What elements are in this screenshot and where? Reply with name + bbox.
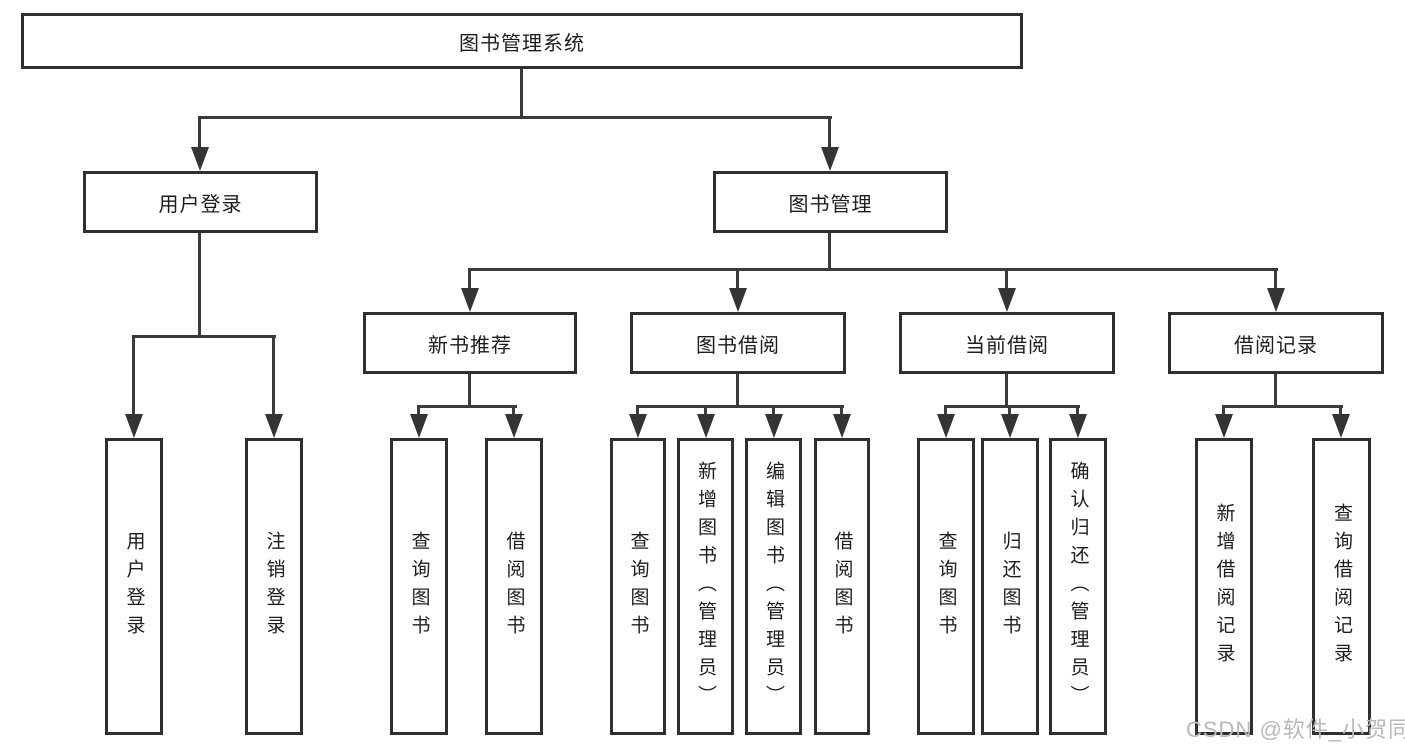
connector-cb-stem <box>1005 374 1008 405</box>
connector-user-rail <box>132 335 276 338</box>
arrowhead-icon <box>765 414 783 438</box>
connector-leaf-shaft <box>1222 405 1225 414</box>
leaf-add-books-admin: 新增图书（管理员） <box>677 438 734 735</box>
node-new-book-recommend: 新书推荐 <box>363 312 577 374</box>
leaf-return-books-label: 归还图书 <box>999 530 1021 643</box>
arrowhead-icon <box>937 414 955 438</box>
leaf-add-borrow-record-label: 新增借阅记录 <box>1213 502 1235 671</box>
leaf-user-login-label: 用户登录 <box>123 530 145 643</box>
connector-bb-stem <box>736 374 739 405</box>
arrowhead-icon <box>1001 414 1019 438</box>
connector-leaf-shaft <box>1339 405 1342 414</box>
connector-nb-rail <box>417 405 517 408</box>
connector-leaf-shaft <box>704 405 707 414</box>
arrowhead-icon <box>833 414 851 438</box>
leaf-query-books-nb-label: 查询图书 <box>408 530 430 643</box>
connector-br-stem <box>1274 374 1277 405</box>
node-book-management-label: 图书管理 <box>788 193 873 216</box>
node-borrow-records-label: 借阅记录 <box>1234 334 1318 357</box>
node-current-borrowing: 当前借阅 <box>899 312 1115 374</box>
node-user-login: 用户登录 <box>83 171 318 233</box>
arrowhead-icon <box>821 147 839 171</box>
node-root-label: 图书管理系统 <box>459 32 585 55</box>
node-book-borrowing-label: 图书借阅 <box>696 334 780 357</box>
node-current-borrowing-label: 当前借阅 <box>965 334 1049 357</box>
arrowhead-icon <box>697 414 715 438</box>
leaf-user-login: 用户登录 <box>105 438 163 735</box>
arrowhead-icon <box>629 414 647 438</box>
connector-leaf-shaft <box>417 405 420 414</box>
node-root: 图书管理系统 <box>21 13 1023 69</box>
leaf-edit-books-admin: 编辑图书（管理员） <box>745 438 802 735</box>
connector-cb-rail <box>944 405 1080 408</box>
connector-leaf-shaft <box>944 405 947 414</box>
node-new-book-recommend-label: 新书推荐 <box>428 334 512 357</box>
connector-leaf-shaft <box>1008 405 1011 414</box>
node-user-login-label: 用户登录 <box>158 193 243 216</box>
leaf-query-books-cb-label: 查询图书 <box>935 530 957 643</box>
connector-user-login-shaft <box>198 116 201 147</box>
leaf-borrow-books-nb-label: 借阅图书 <box>503 530 525 643</box>
leaf-query-borrow-record: 查询借阅记录 <box>1312 438 1371 735</box>
connector-level3-rail <box>468 268 1278 271</box>
connector-root-stem <box>520 69 523 116</box>
connector-mgmt-stem <box>828 233 831 268</box>
leaf-query-books-nb: 查询图书 <box>390 438 448 735</box>
connector-level2-rail <box>198 116 832 119</box>
leaf-confirm-return-admin: 确认归还（管理员） <box>1049 438 1107 735</box>
connector-leaf-shaft <box>772 405 775 414</box>
connector-level3-shaft <box>736 268 739 288</box>
arrowhead-icon <box>265 414 283 438</box>
leaf-logout: 注销登录 <box>245 438 303 735</box>
arrowhead-icon <box>1267 288 1285 312</box>
arrowhead-icon <box>191 147 209 171</box>
leaf-add-borrow-record: 新增借阅记录 <box>1195 438 1253 735</box>
arrowhead-icon <box>125 414 143 438</box>
connector-user-stem <box>198 233 201 335</box>
arrowhead-icon <box>1215 414 1233 438</box>
connector-leaf-shaft <box>636 405 639 414</box>
connector-level3-shaft <box>1005 268 1008 288</box>
leaf-query-borrow-record-label: 查询借阅记录 <box>1331 502 1352 671</box>
arrowhead-icon <box>461 288 479 312</box>
arrowhead-icon <box>998 288 1016 312</box>
arrowhead-icon <box>505 414 523 438</box>
leaf-query-books-bb-label: 查询图书 <box>627 530 649 643</box>
leaf-logout-label: 注销登录 <box>263 530 285 643</box>
leaf-query-books-cb: 查询图书 <box>917 438 975 735</box>
leaf-borrow-books-nb: 借阅图书 <box>485 438 543 735</box>
arrowhead-icon <box>1332 414 1350 438</box>
arrowhead-icon <box>410 414 428 438</box>
arrowhead-icon <box>1069 414 1087 438</box>
node-book-management: 图书管理 <box>713 171 948 233</box>
connector-br-rail <box>1222 405 1343 408</box>
connector-nb-stem <box>468 374 471 405</box>
leaf-confirm-return-admin-label: 确认归还（管理员） <box>1067 460 1089 713</box>
leaf-add-books-admin-label: 新增图书（管理员） <box>695 460 716 713</box>
connector-leaf-shaft <box>512 405 515 414</box>
connector-bb-rail <box>636 405 844 408</box>
connector-level3-shaft <box>1274 268 1277 288</box>
connector-book-mgmt-shaft <box>828 116 831 147</box>
connector-level3-shaft <box>468 268 471 288</box>
leaf-borrow-books-bb: 借阅图书 <box>814 438 870 735</box>
leaf-return-books: 归还图书 <box>981 438 1039 735</box>
leaf-edit-books-admin-label: 编辑图书（管理员） <box>763 460 784 713</box>
leaf-borrow-books-bb-label: 借阅图书 <box>831 530 853 643</box>
csdn-watermark: CSDN @软件_小贺同学 <box>1186 717 1405 742</box>
arrowhead-icon <box>729 288 747 312</box>
leaf-query-books-bb: 查询图书 <box>610 438 666 735</box>
node-book-borrowing: 图书借阅 <box>630 312 846 374</box>
node-borrow-records: 借阅记录 <box>1168 312 1384 374</box>
connector-leaf-shaft <box>272 335 275 414</box>
connector-leaf-shaft <box>840 405 843 414</box>
connector-leaf-shaft <box>1076 405 1079 414</box>
connector-leaf-shaft <box>132 335 135 414</box>
